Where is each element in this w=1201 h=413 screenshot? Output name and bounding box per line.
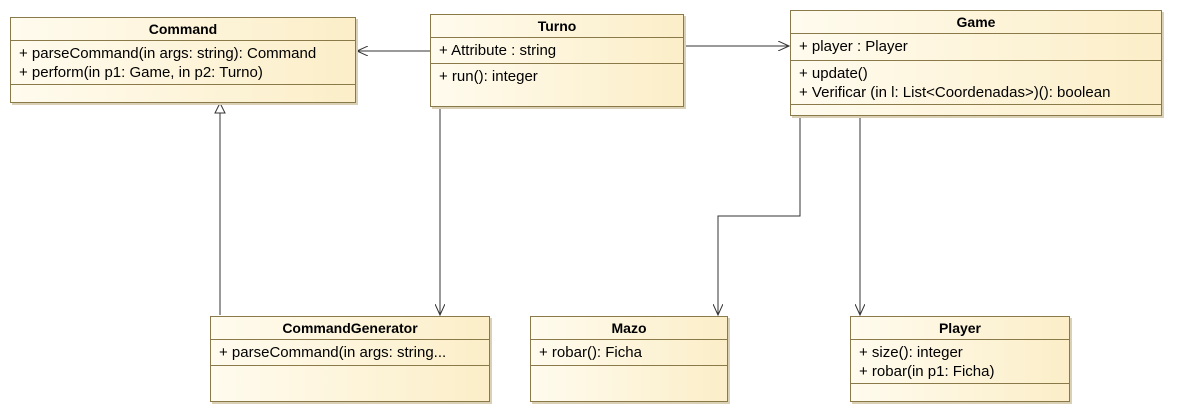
empty-section (851, 384, 1069, 401)
edge-game-mazo (718, 116, 801, 315)
empty-section (791, 105, 1161, 115)
operation: + parseCommand(in args: string): Command (19, 45, 317, 62)
attribute: + player : Player (799, 38, 908, 55)
operation: + perform(in p1: Game, in p2: Turno) (19, 64, 263, 81)
class-game[interactable]: Game + player : Player + update() + Veri… (790, 10, 1162, 116)
operations-section: + parseCommand(in args: string... (211, 340, 489, 366)
operation: + parseCommand(in args: string... (219, 344, 447, 361)
class-turno[interactable]: Turno + Attribute : string + run(): inte… (430, 14, 684, 107)
class-command[interactable]: Command + parseCommand(in args: string):… (10, 17, 356, 103)
operations-section: + update() + Verificar (in l: List<Coord… (791, 61, 1161, 105)
attribute: + Attribute : string (439, 42, 557, 59)
operation: + robar(in p1: Ficha) (859, 363, 995, 380)
empty-section (211, 366, 489, 401)
operations-section: + size(): integer + robar(in p1: Ficha) (851, 340, 1069, 384)
operations-section: + parseCommand(in args: string): Command… (11, 41, 355, 85)
class-name: Command (11, 18, 355, 41)
class-commandgenerator[interactable]: CommandGenerator + parseCommand(in args:… (210, 316, 490, 402)
attributes-section: + player : Player (791, 34, 1161, 61)
operation: + update() (799, 65, 868, 82)
operation: + size(): integer (859, 344, 963, 361)
empty-section (11, 85, 355, 102)
operation: + run(): integer (439, 68, 538, 85)
class-player[interactable]: Player + size(): integer + robar(in p1: … (850, 316, 1070, 402)
empty-section (531, 366, 727, 401)
class-name: Mazo (531, 317, 727, 340)
operation: + robar(): Ficha (539, 344, 642, 361)
class-name: CommandGenerator (211, 317, 489, 340)
attributes-section: + Attribute : string (431, 38, 683, 64)
operations-section: + robar(): Ficha (531, 340, 727, 366)
class-name: Player (851, 317, 1069, 340)
operation: + Verificar (in l: List<Coordenadas>)():… (799, 84, 1111, 101)
operations-section: + run(): integer (431, 64, 683, 106)
class-name: Game (791, 11, 1161, 34)
class-name: Turno (431, 15, 683, 38)
class-mazo[interactable]: Mazo + robar(): Ficha (530, 316, 728, 402)
generalization-arrowhead (214, 101, 226, 114)
